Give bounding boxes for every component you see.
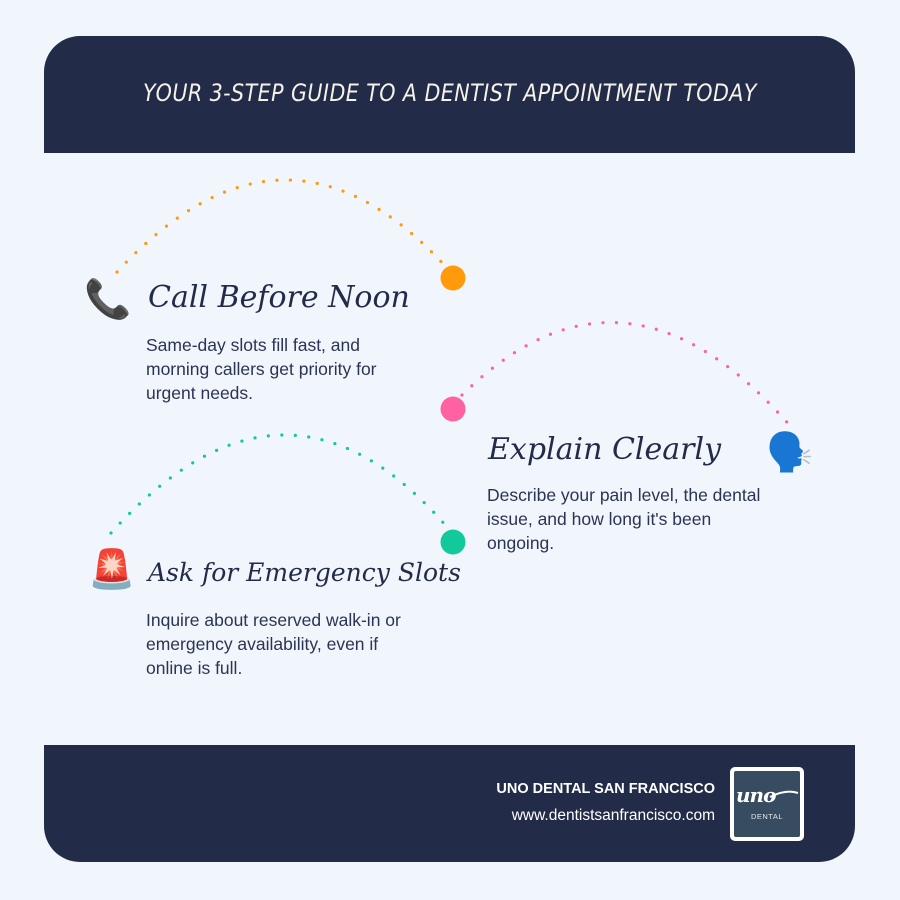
step-1-title: Call Before Noon (148, 280, 410, 315)
speaking-head-icon: 🗣️ (766, 430, 814, 474)
page-title: YOUR 3-STEP GUIDE TO A DENTIST APPOINTME… (142, 78, 757, 107)
police-light-icon: 🚨 (88, 547, 136, 591)
header-banner: YOUR 3-STEP GUIDE TO A DENTIST APPOINTME… (44, 36, 855, 153)
arc-step-2 (460, 321, 794, 430)
telephone-receiver-icon: 📞 (84, 277, 132, 321)
dot-step-1 (440, 265, 466, 291)
step-2-description: Describe your pain level, the dental iss… (487, 485, 761, 553)
logo-subtitle: DENTAL (750, 812, 784, 821)
dot-step-2 (440, 396, 466, 422)
uno-dental-logo: uno DENTAL (730, 767, 804, 841)
arc-step-3 (109, 433, 449, 535)
step-3-description: Inquire about reserved walk-in or emerge… (146, 610, 401, 678)
step-1-description: Same-day slots fill fast, and morning ca… (146, 335, 377, 403)
dot-step-3 (440, 529, 466, 555)
logo-script-text: uno (736, 783, 776, 807)
step-3-title: Ask for Emergency Slots (148, 558, 461, 587)
logo-swash-icon (769, 790, 799, 798)
clinic-name: UNO DENTAL SAN FRANCISCO (496, 781, 715, 797)
arc-step-1 (115, 178, 449, 274)
footer-banner: UNO DENTAL SAN FRANCISCO www.dentistsanf… (44, 745, 855, 862)
logo-background: uno DENTAL (734, 771, 800, 837)
step-2-title: Explain Clearly (488, 432, 722, 467)
clinic-website-link[interactable]: www.dentistsanfrancisco.com (511, 807, 715, 824)
